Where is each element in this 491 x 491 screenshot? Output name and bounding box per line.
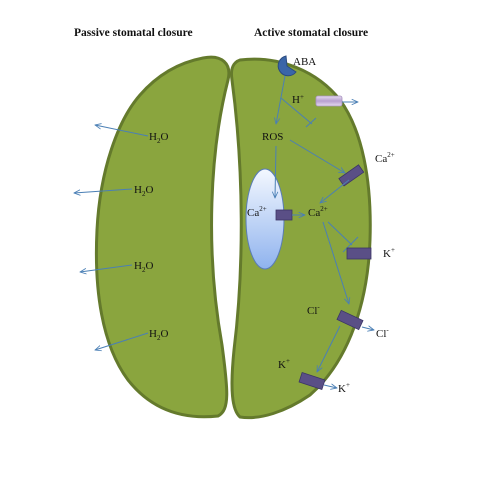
aba-to-ros-arrow — [276, 75, 286, 124]
cytosolic-calcium-label: Ca2+ — [308, 205, 328, 219]
vacuolar-calcium-label: Ca2+ — [247, 205, 267, 219]
k-inhibition-bar — [342, 236, 359, 253]
aba-receptor-icon — [277, 55, 297, 77]
proton-pump — [315, 95, 343, 107]
active-closure-header: Active stomatal closure — [254, 27, 368, 39]
calcium-channel — [338, 164, 365, 187]
k-inward-label: K+ — [383, 246, 395, 260]
chloride-channel — [336, 309, 364, 331]
ros-to-vacuole-arrow — [275, 145, 276, 198]
right-guard-cell — [230, 57, 372, 420]
pump-inhibition-line — [280, 97, 313, 125]
calcium-influx-arrow — [320, 179, 350, 203]
k-outward-channel — [298, 372, 326, 390]
water-arrow-4 — [95, 332, 149, 350]
water-label-2: H2O — [134, 184, 153, 198]
water-arrow-1 — [95, 125, 149, 137]
water-arrow-3 — [80, 264, 133, 272]
water-label-1: H2O — [149, 131, 168, 145]
ros-to-ca-channel-arrow — [289, 139, 345, 173]
aba-label: ABA — [293, 56, 316, 68]
calcium-to-cl-channel-arrow — [322, 221, 349, 304]
external-calcium-label: Ca2+ — [375, 151, 395, 165]
k-inward-channel — [346, 247, 372, 260]
pump-inhibition-bar — [305, 117, 317, 128]
chloride-efflux-arrow — [361, 327, 374, 330]
cytosolic-chloride-label: Cl- — [307, 303, 320, 317]
cl-to-k-outward-arrow — [317, 325, 341, 372]
vacuolar-calcium-channel — [275, 209, 293, 221]
water-label-4: H2O — [149, 328, 168, 342]
k-efflux-arrow — [323, 385, 337, 388]
proton-label: H+ — [292, 93, 304, 106]
passive-closure-header: Passive stomatal closure — [74, 27, 193, 39]
calcium-to-k-inhibition-line — [327, 221, 353, 246]
ros-label: ROS — [262, 131, 283, 143]
left-guard-cell — [94, 55, 231, 419]
external-chloride-label: Cl- — [376, 326, 389, 340]
external-k-label: K+ — [338, 381, 350, 395]
cytosolic-k-label: K+ — [278, 357, 290, 371]
water-label-3: H2O — [134, 260, 153, 274]
water-arrow-2 — [74, 188, 133, 193]
